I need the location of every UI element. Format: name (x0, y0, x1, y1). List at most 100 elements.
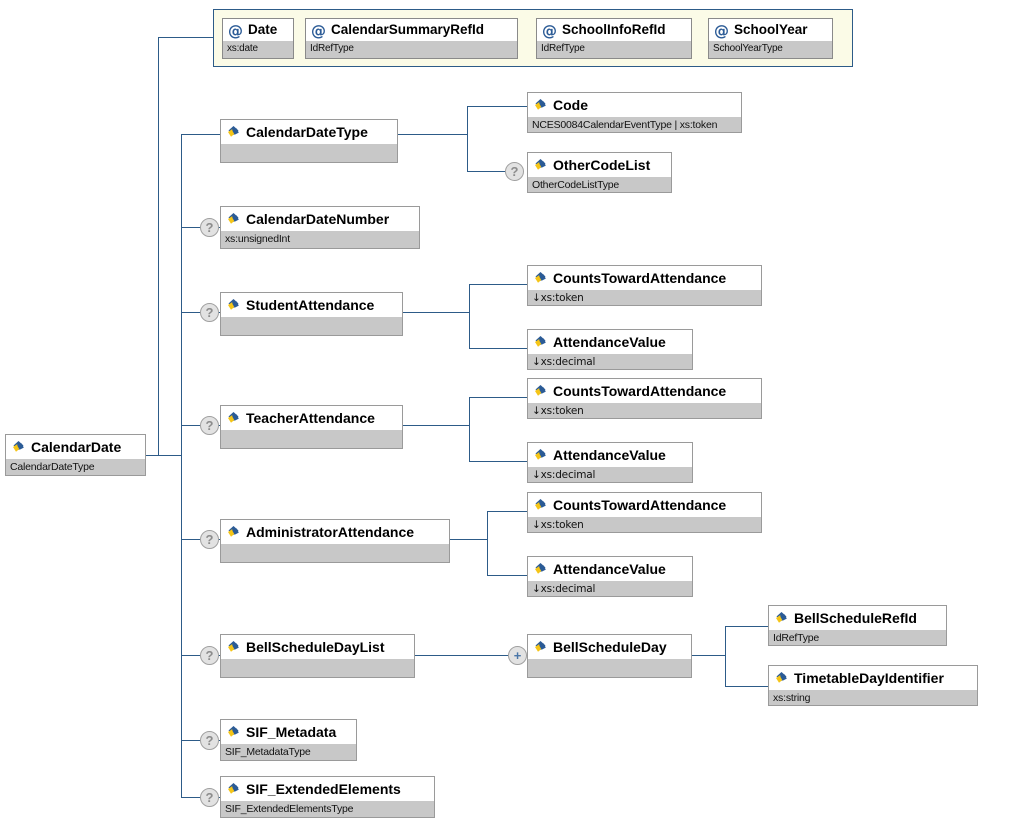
node-sif-metadata[interactable]: SIF_Metadata SIF_MetadataType (220, 719, 357, 761)
node-name: BellScheduleRefId (794, 610, 917, 626)
attribute-title-row: @ Date (223, 19, 293, 41)
node-type: xs:string (769, 690, 977, 705)
element-icon (11, 440, 26, 455)
element-icon (226, 640, 241, 655)
node-code[interactable]: Code NCES0084CalendarEventType | xs:toke… (527, 92, 742, 133)
connector-root-stub (146, 455, 181, 456)
node-type: OtherCodeListType (528, 177, 671, 192)
node-name: SIF_ExtendedElements (246, 781, 401, 797)
attribute-name: SchoolInfoRefId (562, 22, 666, 37)
node-type: ↓xs:decimal (528, 354, 692, 369)
node-name: AttendanceValue (553, 447, 666, 463)
occurrence-marker-optional: ? (200, 788, 219, 807)
node-countstowardattendance-student[interactable]: CountsTowardAttendance ↓xs:token (527, 265, 762, 306)
node-studentattendance[interactable]: StudentAttendance (220, 292, 403, 336)
element-icon (774, 611, 789, 626)
occurrence-marker-optional: ? (200, 731, 219, 750)
connector-bsdl-out (415, 655, 508, 656)
element-icon (533, 384, 548, 399)
node-name: AttendanceValue (553, 334, 666, 350)
node-title-row: SIF_ExtendedElements (221, 777, 434, 801)
node-name: TeacherAttendance (246, 410, 375, 426)
element-icon (533, 335, 548, 350)
node-name: CalendarDateType (246, 124, 368, 140)
occurrence-marker-optional: ? (200, 303, 219, 322)
occurrence-marker-optional: ? (200, 530, 219, 549)
node-title-row: AttendanceValue (528, 330, 692, 354)
node-bellscheduledaylist[interactable]: BellScheduleDayList (220, 634, 415, 678)
node-type: CalendarDateType (6, 459, 145, 475)
element-icon (226, 298, 241, 313)
node-title-row: CalendarDateNumber (221, 207, 419, 231)
attribute-type: xs:date (223, 41, 293, 56)
element-icon (774, 671, 789, 686)
connector-aa-to-counts (487, 511, 527, 512)
node-title-row: BellScheduleRefId (769, 606, 946, 630)
node-type: SIF_MetadataType (221, 744, 356, 760)
connector-bsd-spine (725, 626, 726, 686)
attribute-name: Date (248, 22, 278, 37)
element-icon (533, 448, 548, 463)
node-title-row: StudentAttendance (221, 293, 402, 317)
connector-ta-to-value (469, 461, 527, 462)
attribute-node-schoolyear[interactable]: @ SchoolYear SchoolYearType (708, 18, 833, 59)
node-title-row: TeacherAttendance (221, 406, 402, 430)
node-type: NCES0084CalendarEventType | xs:token (528, 117, 741, 132)
element-icon (226, 525, 241, 540)
attribute-node-schoolinforefid[interactable]: @ SchoolInfoRefId IdRefType (536, 18, 692, 59)
connector-aa-out (450, 539, 488, 540)
element-icon (226, 411, 241, 426)
node-title-row: CountsTowardAttendance (528, 379, 761, 403)
node-calendardate[interactable]: CalendarDate CalendarDateType (5, 434, 146, 476)
node-title-row: CountsTowardAttendance (528, 266, 761, 290)
connector-cdt-to-code (467, 106, 527, 107)
attribute-name: CalendarSummaryRefId (331, 22, 485, 37)
node-teacherattendance[interactable]: TeacherAttendance (220, 405, 403, 449)
node-type: SIF_ExtendedElementsType (221, 801, 434, 817)
node-calendardatetype[interactable]: CalendarDateType (220, 119, 398, 163)
element-icon (533, 498, 548, 513)
node-attendancevalue-teacher[interactable]: AttendanceValue ↓xs:decimal (527, 442, 693, 483)
attribute-name: SchoolYear (734, 22, 808, 37)
node-title-row: BellScheduleDayList (221, 635, 414, 659)
occurrence-marker-repeating: + (508, 646, 527, 665)
node-countstowardattendance-teacher[interactable]: CountsTowardAttendance ↓xs:token (527, 378, 762, 419)
node-type (221, 144, 397, 162)
occurrence-marker-optional: ? (200, 218, 219, 237)
node-type: ↓xs:decimal (528, 467, 692, 482)
node-timetabledayidentifier[interactable]: TimetableDayIdentifier xs:string (768, 665, 978, 706)
occurrence-marker-optional: ? (505, 162, 524, 181)
connector-cdt-spine (467, 106, 468, 172)
node-attendancevalue-administrator[interactable]: AttendanceValue ↓xs:decimal (527, 556, 693, 597)
node-calendardatenumber[interactable]: CalendarDateNumber xs:unsignedInt (220, 206, 420, 249)
attribute-group-container: @ Date xs:date @ CalendarSummaryRefId Id… (213, 9, 853, 67)
node-title-row: AttendanceValue (528, 443, 692, 467)
node-bellschedulerefid[interactable]: BellScheduleRefId IdRefType (768, 605, 947, 646)
node-title-row: AttendanceValue (528, 557, 692, 581)
attribute-title-row: @ SchoolYear (709, 19, 832, 41)
node-attendancevalue-student[interactable]: AttendanceValue ↓xs:decimal (527, 329, 693, 370)
connector-ta-out (403, 425, 470, 426)
attribute-node-date[interactable]: @ Date xs:date (222, 18, 294, 59)
connector-ta-spine (469, 397, 470, 461)
attribute-title-row: @ SchoolInfoRefId (537, 19, 691, 41)
node-countstowardattendance-administrator[interactable]: CountsTowardAttendance ↓xs:token (527, 492, 762, 533)
node-title-row: TimetableDayIdentifier (769, 666, 977, 690)
node-sif-extendedelements[interactable]: SIF_ExtendedElements SIF_ExtendedElement… (220, 776, 435, 818)
node-name: OtherCodeList (553, 157, 651, 173)
attribute-node-calendarsummaryrefid[interactable]: @ CalendarSummaryRefId IdRefType (305, 18, 518, 59)
element-icon (226, 212, 241, 227)
element-icon (533, 562, 548, 577)
element-icon (533, 158, 548, 173)
node-administratorattendance[interactable]: AdministratorAttendance (220, 519, 450, 563)
element-icon (533, 640, 548, 655)
node-name: AdministratorAttendance (246, 524, 415, 540)
node-bellscheduleday[interactable]: BellScheduleDay (527, 634, 692, 678)
node-name: CountsTowardAttendance (553, 270, 727, 286)
node-type: ↓xs:token (528, 403, 761, 418)
node-title-row: SIF_Metadata (221, 720, 356, 744)
node-othercodelist[interactable]: OtherCodeList OtherCodeListType (527, 152, 672, 193)
connector-sa-spine (469, 284, 470, 348)
attribute-type: SchoolYearType (709, 41, 832, 56)
